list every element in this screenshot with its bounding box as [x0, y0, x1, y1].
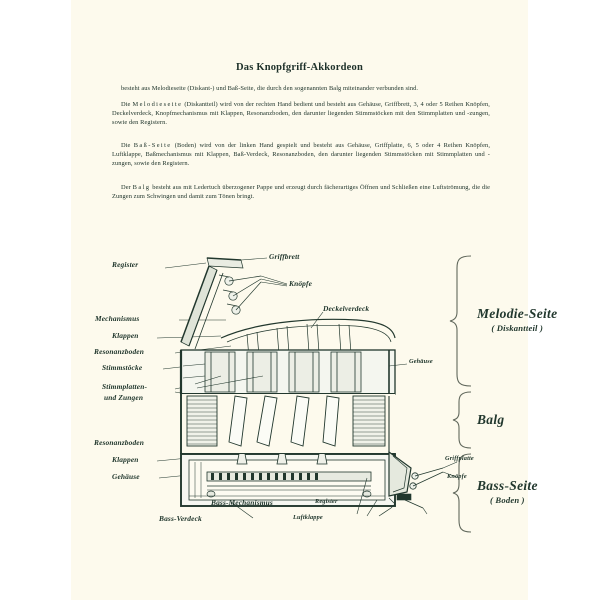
treble-body-box: [179, 349, 396, 395]
label-register-bass: Register: [315, 498, 338, 505]
term-balg: Balg: [132, 184, 151, 191]
label-stimmstoecke: Stimmstöcke: [102, 363, 143, 372]
paragraph-melodieseite-lead: Die: [121, 101, 131, 108]
bracket-bass-main: Bass-Seite: [477, 478, 538, 493]
bellows-folds: [228, 395, 340, 447]
paragraph-balg: Der Balg besteht aus mit Ledertuch überz…: [112, 183, 490, 201]
label-stimmplatten: Stimmplatten-: [102, 382, 148, 391]
reed-block-left: [186, 395, 218, 447]
label-griffbrett: Griffbrett: [269, 252, 300, 261]
label-griffplatte: Griffplatte: [445, 455, 474, 462]
reed-blocks-and-bellows: [180, 394, 395, 455]
bracket-title-balg: Balg: [477, 412, 504, 428]
bracket-melodie-sub: ( Diskantteil ): [491, 323, 544, 333]
diagram-artwork: [156, 255, 472, 533]
bracket-title-melodie: Melodie-Seite ( Diskantteil ): [477, 306, 557, 333]
label-register-top: Register: [112, 260, 139, 269]
paragraph-bassseite-text: (Boden) wird von der linken Hand gespiel…: [112, 142, 490, 168]
label-bass-mechanismus: Bass-Mechanismus: [211, 498, 273, 507]
label-klappen-bot: Klappen: [112, 455, 139, 464]
label-knoepfe-bass: Knöpfe: [447, 473, 467, 480]
label-klappen-top: Klappen: [112, 331, 139, 340]
label-bass-verdeck: Bass-Verdeck: [159, 514, 202, 523]
section-brackets: [449, 255, 472, 533]
term-melodieseite: Melodieseite: [132, 101, 183, 108]
bracket-melodie-main: Melodie-Seite: [477, 306, 558, 321]
leader-lines-inner: [230, 257, 460, 519]
reed-block-right: [352, 395, 386, 447]
label-luftklappe: Luftklappe: [293, 514, 323, 521]
paragraph-melodieseite-text: (Diskantteil) wird von der rechten Hand …: [112, 101, 490, 127]
bracket-balg-main: Balg: [477, 412, 505, 427]
bass-griffplatte: [378, 450, 444, 517]
bracket-title-bass: Bass-Seite ( Boden ): [477, 478, 538, 505]
label-resonanzboden-bot: Resonanzboden: [94, 438, 144, 447]
bass-mechanism-pins: [211, 473, 318, 480]
label-knoepfe-top: Knöpfe: [289, 279, 313, 288]
scanned-page: Das Knopfgriff-Akkordeon besteht aus Mel…: [71, 0, 557, 600]
paragraph-balg-text: besteht aus mit Ledertuch überzogener Pa…: [112, 184, 490, 201]
label-und-zungen: und Zungen: [104, 393, 144, 402]
paragraph-intro: besteht aus Melodieseite (Diskant-) und …: [112, 84, 490, 93]
term-bassseite: Baß-Seite: [133, 142, 172, 149]
deckelverdeck-cover: [220, 318, 396, 359]
page-title: Das Knopfgriff-Akkordeon: [235, 62, 364, 73]
bracket-bass-sub: ( Boden ): [490, 495, 525, 505]
label-resonanzboden-top: Resonanzboden: [94, 347, 144, 356]
paragraph-bassseite-lead: Die: [121, 142, 131, 149]
label-gehaeuse-right: Gehäuse: [409, 358, 433, 365]
paragraph-bassseite: Die Baß-Seite (Boden) wird von der linke…: [112, 141, 490, 168]
paragraph-balg-lead: Der: [121, 184, 131, 191]
label-mechanismus: Mechanismus: [95, 314, 140, 323]
paragraph-intro-text: besteht aus Melodieseite (Diskant-) und …: [121, 85, 419, 92]
label-deckelverdeck: Deckelverdeck: [323, 304, 370, 313]
accordion-cross-section-diagram: Register Mechanismus Klappen Resonanzbod…: [71, 246, 557, 546]
label-gehaeuse-bot: Gehäuse: [112, 472, 140, 481]
paragraph-melodieseite: Die Melodieseite (Diskantteil) wird von …: [112, 100, 490, 127]
treble-keyboard-housing: [180, 257, 262, 350]
bass-body-box: [180, 453, 396, 507]
